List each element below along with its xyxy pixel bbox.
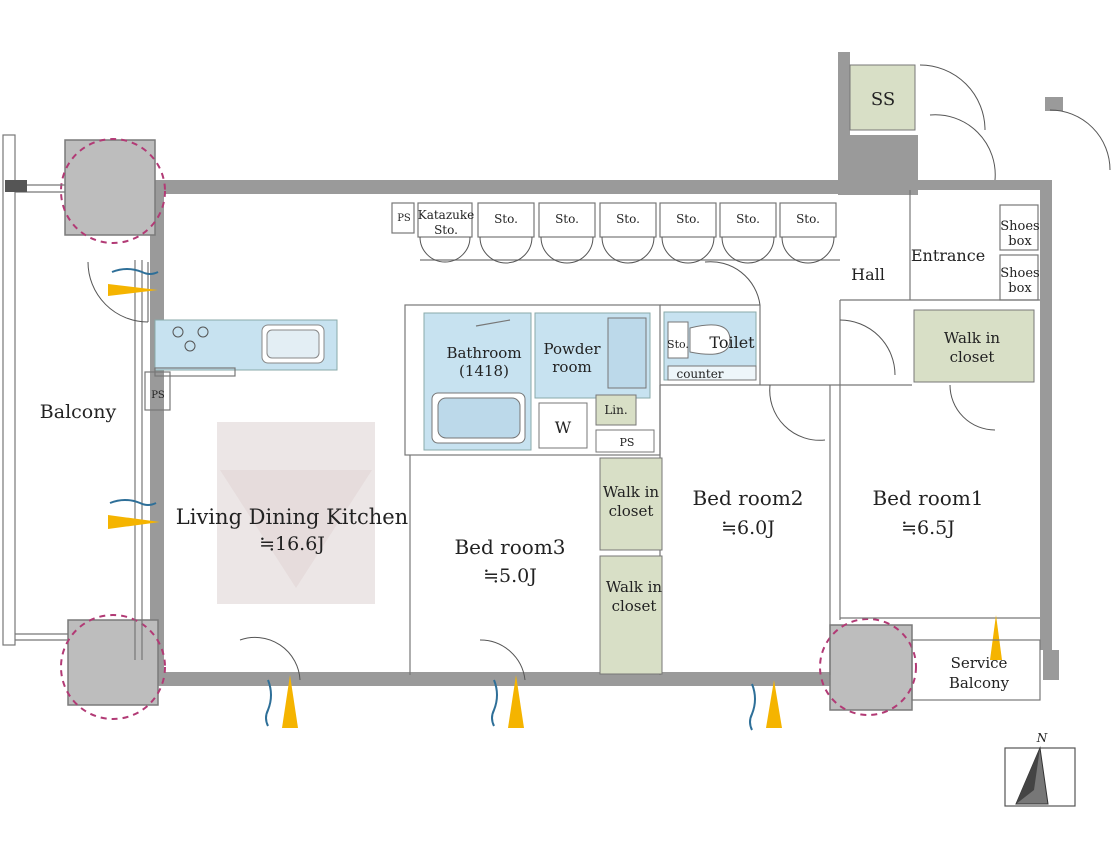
column-top-left	[64, 139, 156, 236]
label-shoes-2b: box	[1008, 281, 1032, 296]
storage-row	[391, 202, 837, 238]
label-service-1: Service	[951, 654, 1008, 672]
structure-circle	[819, 618, 917, 716]
label-powder-1: Powder	[543, 340, 601, 358]
service-balcony-outline	[911, 639, 1041, 701]
label-bathroom: Bathroom	[446, 344, 521, 362]
storage-doors	[419, 236, 835, 264]
label-sto: Sto.	[796, 212, 820, 226]
shoes-box-1	[999, 204, 1039, 251]
label-washer: W	[555, 418, 572, 437]
label-bathroom-size: (1418)	[459, 362, 509, 380]
balcony-outline	[2, 134, 68, 646]
label-ps-kitchen: PS	[151, 390, 165, 401]
ventilation-arrows	[108, 268, 1002, 731]
label-ldk: Living Dining Kitchen	[176, 505, 408, 529]
label-counter: counter	[676, 367, 723, 381]
column-bottom-right	[829, 624, 913, 711]
walkin-closet-c	[913, 309, 1035, 383]
compass-icon	[1004, 746, 1076, 807]
label-ps-top: PS	[397, 213, 411, 224]
label-sto: Sto.	[676, 212, 700, 226]
label-toilet-sto: Sto.	[667, 338, 689, 351]
label-shoes-1b: box	[1008, 234, 1032, 249]
label-hall: Hall	[851, 265, 885, 284]
label-walkin-a-1: Walk in	[603, 483, 660, 501]
label-ps-bath: PS	[620, 436, 635, 449]
structure-circle	[60, 138, 166, 244]
label-sto: Sto.	[494, 212, 518, 226]
label-bedroom3: Bed room3	[454, 535, 565, 559]
label-bedroom3-area: ≒5.0J	[483, 565, 537, 587]
walkin-closet-a	[599, 457, 663, 551]
column-bottom-left	[67, 619, 159, 706]
structure-circle	[60, 614, 166, 720]
label-ss: SS	[871, 89, 895, 110]
ss-box	[849, 64, 916, 131]
bathroom-block	[423, 312, 655, 453]
label-bedroom1-area: ≒6.5J	[901, 517, 955, 539]
label-walkin-c-1: Walk in	[944, 329, 1001, 347]
doors	[87, 64, 1111, 681]
ldk-shaded-triangle	[220, 470, 372, 588]
label-shoes-1a: Shoes	[1000, 219, 1039, 234]
label-linen: Lin.	[604, 403, 627, 417]
label-katazuke-1: Katazuke	[418, 208, 475, 222]
label-service-2: Balcony	[949, 674, 1010, 692]
label-sto: Sto.	[555, 212, 579, 226]
label-sto: Sto.	[616, 212, 640, 226]
label-walkin-b-1: Walk in	[606, 578, 663, 596]
label-bedroom1: Bed room1	[872, 486, 983, 510]
label-walkin-c-2: closet	[950, 348, 995, 366]
label-bedroom2-area: ≒6.0J	[721, 517, 775, 539]
label-walkin-b-2: closet	[612, 597, 657, 615]
toilet-block	[663, 311, 757, 381]
label-entrance: Entrance	[911, 246, 985, 265]
label-shoes-2a: Shoes	[1000, 266, 1039, 281]
label-katazuke-2: Sto.	[434, 223, 458, 237]
compass-north-label: N	[1036, 731, 1048, 745]
label-balcony: Balcony	[40, 401, 117, 423]
ps-box-kitchen	[144, 371, 171, 411]
label-sto: Sto.	[736, 212, 760, 226]
label-walkin-a-2: closet	[609, 502, 654, 520]
shoes-box-2	[999, 254, 1039, 301]
label-bedroom2: Bed room2	[692, 486, 803, 510]
outer-walls	[150, 52, 1063, 686]
label-ldk-area: ≒16.6J	[259, 533, 325, 555]
label-toilet: Toilet	[709, 333, 755, 352]
label-powder-2: room	[552, 358, 591, 376]
walkin-closet-b	[599, 555, 663, 675]
kitchen-counter	[154, 319, 338, 377]
